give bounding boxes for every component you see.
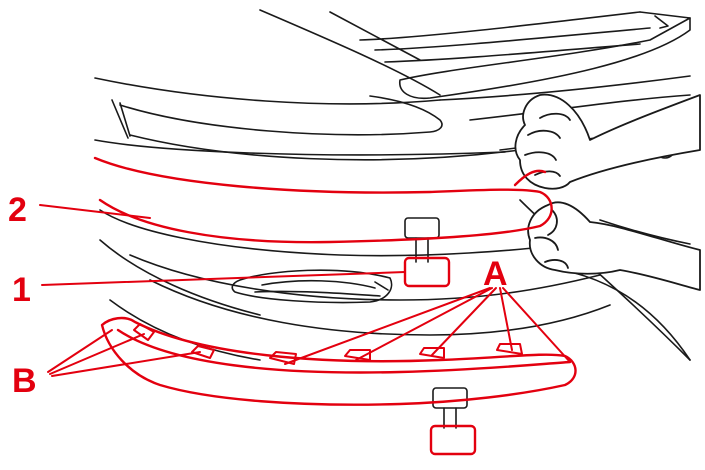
- callout-1: 1: [12, 271, 31, 309]
- leader-lines: [39, 204, 571, 377]
- highlighted-trim-parts: [39, 156, 577, 456]
- lower-trim-strip: [100, 316, 577, 406]
- lower-clip-tab: [429, 424, 477, 456]
- hand-pulling-trim-icon: [514, 93, 701, 291]
- callout-a: A: [483, 255, 508, 293]
- callout-b: B: [12, 362, 37, 400]
- upper-trim-strip: [93, 156, 553, 244]
- upper-clip-tab: [403, 256, 451, 288]
- callout-2: 2: [8, 191, 27, 229]
- clip-slots: [133, 323, 523, 365]
- car-body-linework: [94, 9, 691, 429]
